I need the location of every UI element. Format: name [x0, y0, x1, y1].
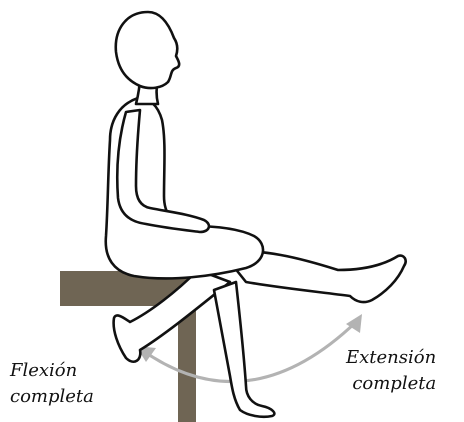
- flexion-label: Flexión completa: [10, 358, 94, 410]
- arc-path: [142, 322, 356, 382]
- hanging-leg: [214, 282, 274, 417]
- flexion-label-line1: Flexión: [10, 358, 94, 384]
- extension-label-line1: Extensión: [346, 345, 436, 371]
- extension-label-line2: completa: [346, 371, 436, 397]
- head: [116, 12, 179, 88]
- extension-label: Extensión completa: [346, 345, 436, 397]
- flexion-label-line2: completa: [10, 384, 94, 410]
- table-leg: [178, 306, 196, 422]
